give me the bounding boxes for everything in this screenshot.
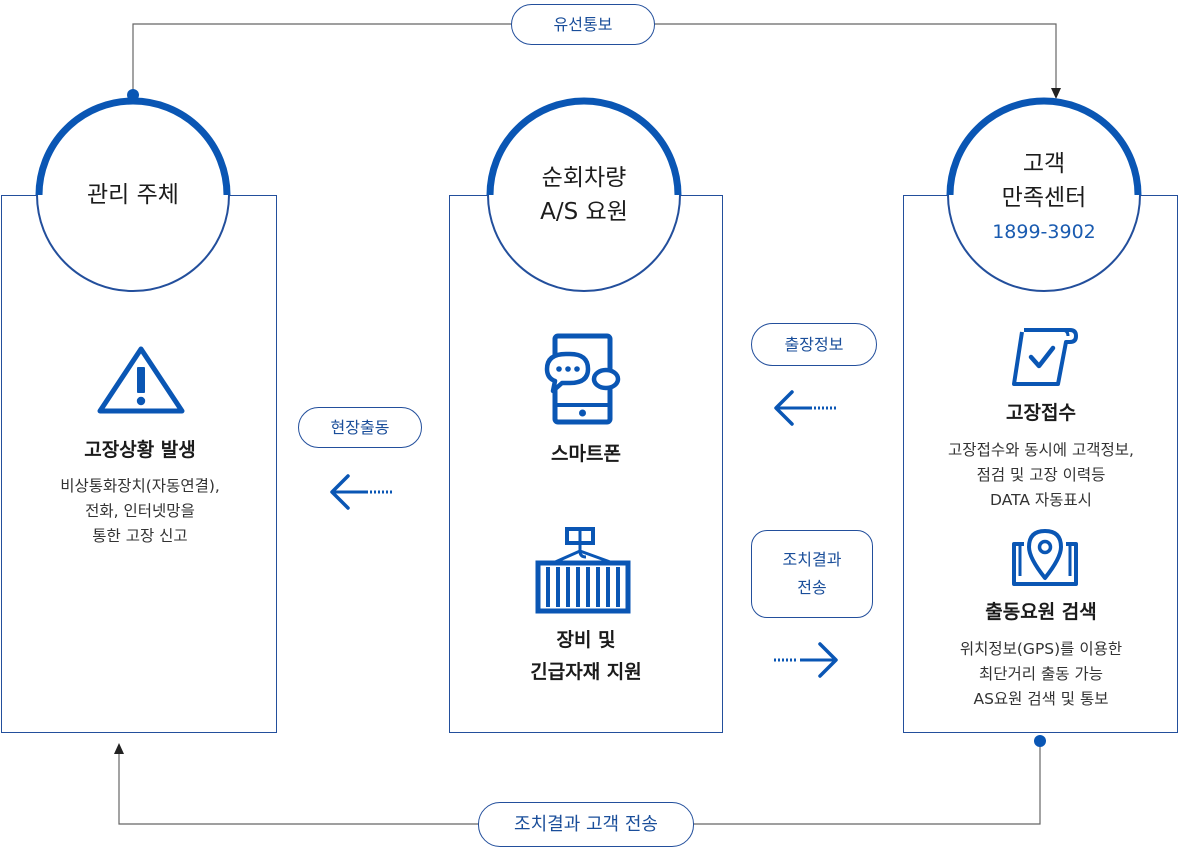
fault-desc-line: 통한 고장 신고 [92, 527, 188, 545]
smartphone-title: 스마트폰 [551, 443, 621, 465]
document-check-icon [1012, 328, 1078, 386]
map-pin-icon [1012, 529, 1078, 586]
result-to-customer-text: 조치결과 고객 전송 [514, 813, 658, 835]
reception-desc-line: DATA 자동표시 [990, 491, 1092, 509]
onsite-dispatch-text: 현장출동 [330, 417, 390, 437]
dispatch-desc-line: 최단거리 출동 가능 [979, 665, 1103, 683]
equipment-support-title: 장비 및 긴급자재 지원 [455, 624, 717, 688]
container-crane-icon [535, 527, 631, 614]
wired-report-text: 유선통보 [553, 14, 613, 34]
arrow-right-icon [774, 642, 838, 678]
patrol-circle: 순회차량 A/S 요원 [487, 98, 681, 292]
warning-icon [97, 346, 185, 414]
fault-reception-desc: 고장접수와 동시에 고객정보, 점검 및 고장 이력등 DATA 자동표시 [910, 438, 1172, 513]
dispatch-search-title: 출동요원 검색 [985, 601, 1097, 623]
wired-report-label: 유선통보 [511, 4, 655, 45]
result-to-customer-label: 조치결과 고객 전송 [478, 802, 694, 847]
dispatch-desc-line: 위치정보(GPS)를 이용한 [959, 640, 1123, 658]
dispatch-search-desc: 위치정보(GPS)를 이용한 최단거리 출동 가능 AS요원 검색 및 통보 [910, 637, 1172, 712]
management-title: 관리 주체 [87, 182, 179, 208]
equipment-title-line: 장비 및 [556, 629, 616, 651]
result-transmit-text: 전송 [797, 578, 827, 597]
fault-desc-line: 전화, 인터넷망을 [85, 502, 195, 520]
trip-info-label: 출장정보 [751, 323, 877, 366]
patrol-title-line: 순회차량 [541, 165, 627, 191]
arrow-left-icon [774, 390, 838, 426]
reception-desc-line: 점검 및 고장 이력등 [976, 466, 1106, 484]
equipment-title-line: 긴급자재 지원 [530, 661, 642, 683]
center-title-line: 고객 [1022, 151, 1066, 177]
management-circle: 관리 주체 [36, 98, 230, 292]
trip-info-text: 출장정보 [784, 334, 844, 354]
result-transmit-label: 조치결과 전송 [751, 530, 873, 618]
smartphone-chat-icon [544, 333, 621, 425]
fault-occurrence-title: 고장상황 발생 [84, 439, 196, 461]
result-transmit-text: 조치결과 [782, 550, 842, 569]
reception-desc-line: 고장접수와 동시에 고객정보, [948, 441, 1134, 459]
fault-reception-title: 고장접수 [1006, 402, 1076, 424]
arrow-left-icon [330, 474, 394, 510]
dispatch-desc-line: AS요원 검색 및 통보 [973, 690, 1109, 708]
fault-desc-line: 비상통화장치(자동연결), [60, 477, 220, 495]
onsite-dispatch-label: 현장출동 [298, 407, 422, 448]
customer-center-circle: 고객 만족센터 1899-3902 [947, 98, 1141, 292]
center-title-line: 만족센터 [1001, 185, 1087, 211]
patrol-title-line: A/S 요원 [540, 199, 628, 225]
fault-occurrence-desc: 비상통화장치(자동연결), 전화, 인터넷망을 통한 고장 신고 [10, 474, 270, 549]
center-phone-number: 1899-3902 [992, 221, 1096, 243]
